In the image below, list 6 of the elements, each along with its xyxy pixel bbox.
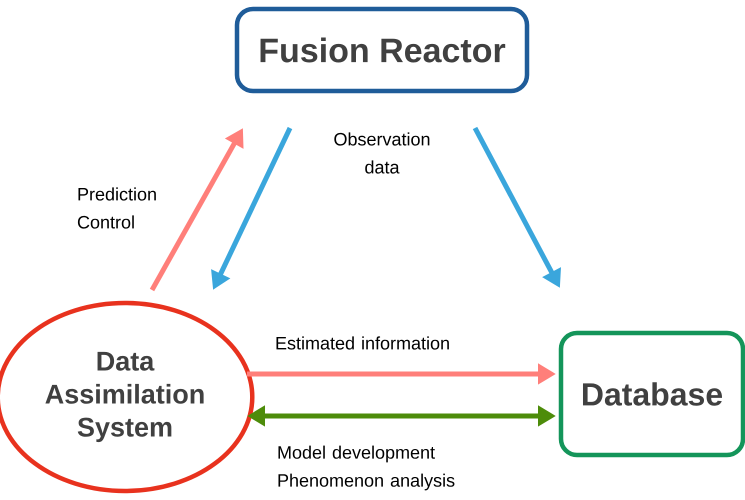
edge-label: Model development Phenomenon analysis xyxy=(278,446,454,490)
edge-label: Estimated information xyxy=(276,336,449,350)
database-box: Database xyxy=(558,330,745,458)
annotation-text: Observation data xyxy=(334,132,430,174)
system-box: Fusion Reactor xyxy=(234,6,530,94)
edge-label: Prediction Control xyxy=(78,187,156,229)
